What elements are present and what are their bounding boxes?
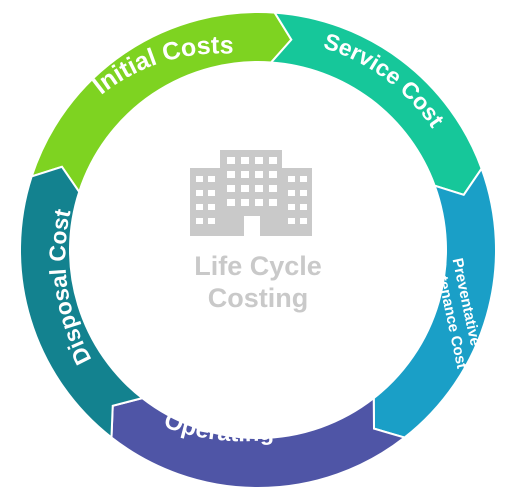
office-building-icon (190, 150, 312, 236)
segment-disposal (19, 165, 145, 440)
ring-segments (19, 11, 497, 489)
center-title-line2: Costing (208, 283, 309, 313)
segment-service (269, 11, 483, 197)
center-title-line1: Life Cycle (194, 251, 322, 281)
segment-preventative (372, 166, 497, 439)
